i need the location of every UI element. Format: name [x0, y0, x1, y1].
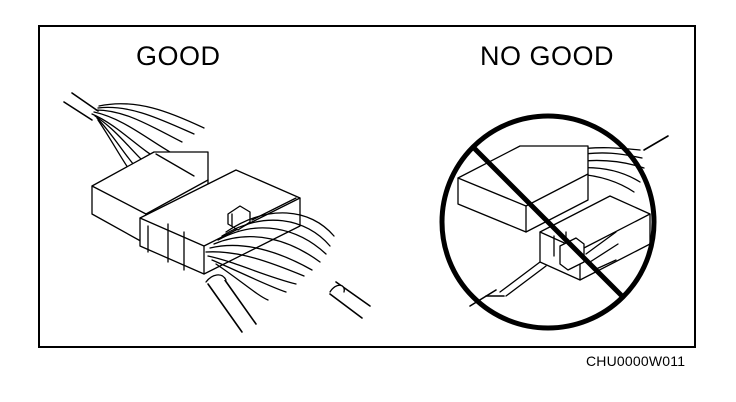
prohibited-icon	[439, 113, 657, 331]
no-good-label: NO GOOD	[480, 41, 615, 71]
good-connector-icon	[63, 92, 371, 333]
good-label: GOOD	[136, 41, 221, 71]
figure-code: CHU0000W011	[586, 353, 686, 369]
